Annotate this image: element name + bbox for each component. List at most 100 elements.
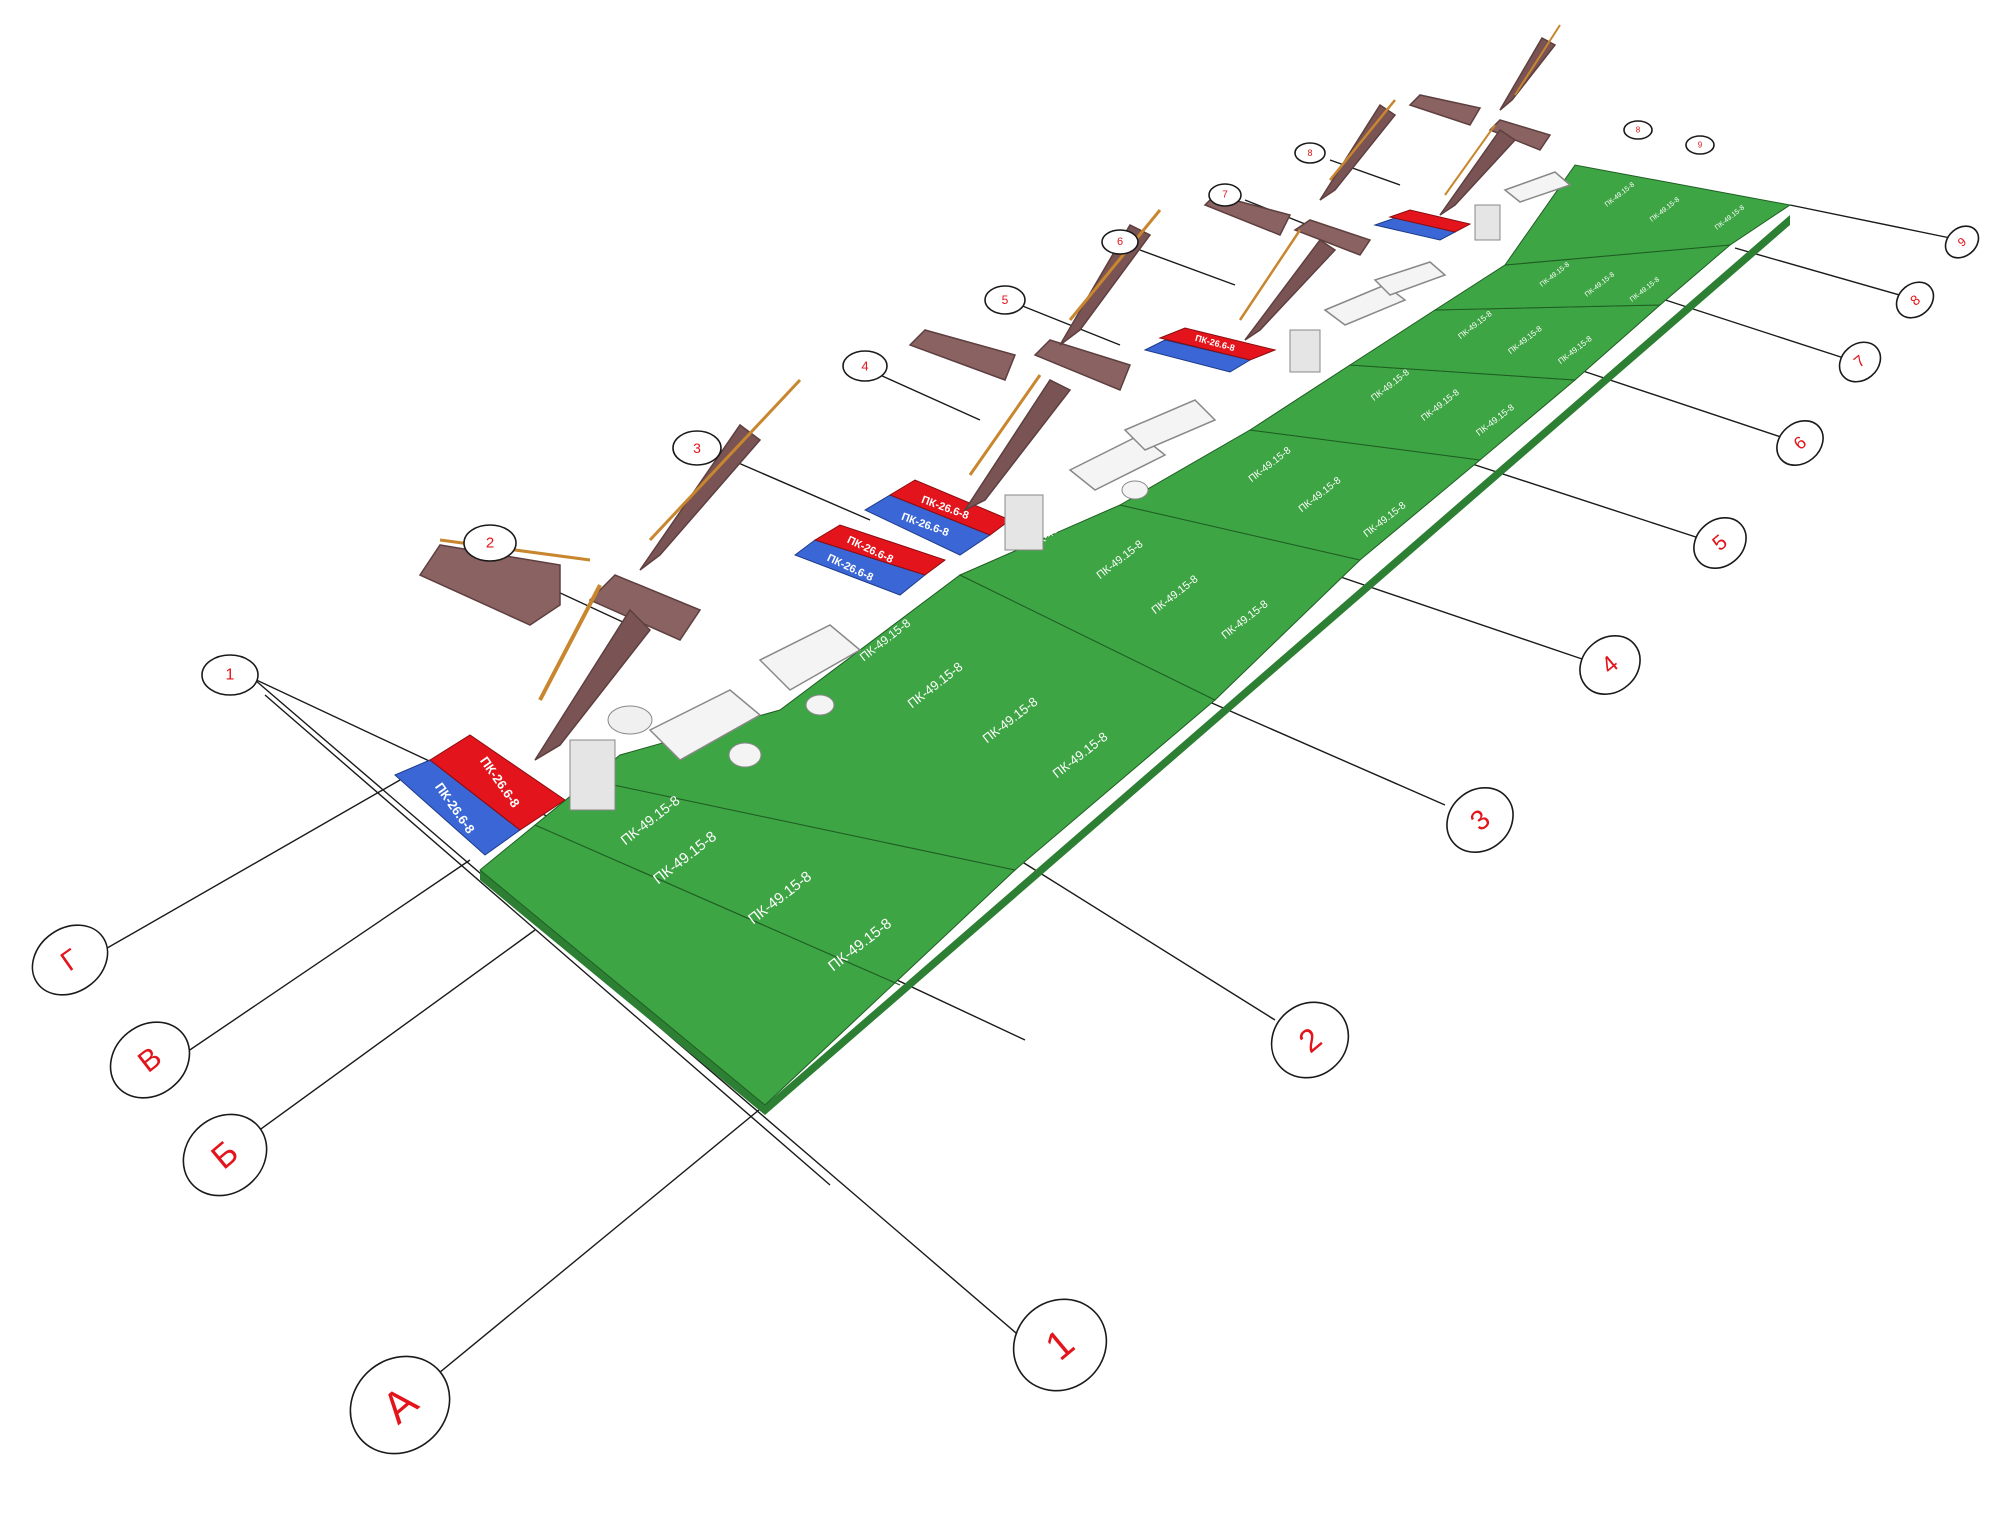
stair-flight <box>1319 103 1397 201</box>
washing-machine-icon <box>1004 494 1044 551</box>
axis-bubble-top-8: 8 <box>1623 120 1653 140</box>
axis-label-far-5: 5 <box>1002 293 1009 307</box>
stair-group-4 <box>1408 24 1572 241</box>
bathtub-icon <box>648 689 762 761</box>
axis-line-4 <box>1319 569 1586 661</box>
axis-bubble-far-2: 2 <box>463 524 517 562</box>
slab-red <box>813 524 947 576</box>
axis-line-3 <box>1204 699 1446 806</box>
axis-label-far-6: 6 <box>1117 236 1123 248</box>
washing-machine-icon <box>1289 329 1321 373</box>
axis-bubble-7: 7 <box>1838 341 1882 383</box>
railing <box>1238 229 1302 321</box>
axis-bubble-far-3: 3 <box>672 430 722 466</box>
axis-bubble-top-9: 9 <box>1685 135 1715 155</box>
axis-bubble-far-7: 7 <box>1208 183 1242 207</box>
axis-line-4-far <box>879 374 981 421</box>
axis-line-8 <box>1734 247 1911 299</box>
railing <box>1514 24 1561 96</box>
slab-red <box>1158 327 1277 361</box>
axis-bubble-2: 2 <box>1270 1001 1350 1079</box>
bathtub-icon <box>1503 171 1572 203</box>
railing <box>1329 99 1396 181</box>
washing-machine-icon <box>1474 204 1501 241</box>
stair-group-2 <box>908 209 1217 551</box>
axis-bubble-far-4: 4 <box>842 350 888 382</box>
stair-flight <box>962 379 1072 512</box>
axis-bubble-far-6: 6 <box>1101 229 1139 255</box>
railing <box>648 378 802 542</box>
axis-bubble-6: 6 <box>1776 419 1824 467</box>
slab-red <box>429 734 566 831</box>
railing <box>1444 124 1496 196</box>
toilet-icon <box>728 742 762 768</box>
stair-group-1 <box>418 378 862 811</box>
axis-bubble-far-1: 1 <box>201 654 259 696</box>
axis-line-6-far <box>1139 249 1236 286</box>
stair-landing <box>1293 219 1372 256</box>
stair-landing <box>908 329 1017 381</box>
axis-label-far-4: 4 <box>861 359 868 374</box>
axis-bubbles-letters: А Б В Г <box>31 924 451 1455</box>
axis-line-5-far <box>1019 304 1121 346</box>
axis-line-v <box>174 859 471 1061</box>
toilet-icon <box>1121 480 1149 500</box>
axis-label-far-7: 7 <box>1222 190 1228 201</box>
axis-bubble-5: 5 <box>1693 517 1747 569</box>
stair-group-3 <box>1203 99 1447 373</box>
axis-bubble-3: 3 <box>1446 787 1514 853</box>
axis-label-far-1: 1 <box>226 667 235 684</box>
axis-line-1-far <box>264 694 831 1186</box>
bathtub-icon <box>758 624 862 691</box>
axis-bubbles-far: 1 2 3 4 5 6 7 8 <box>201 120 1715 696</box>
axis-label-top-8: 8 <box>1636 126 1641 135</box>
toilet-icon <box>805 694 835 716</box>
stair-flight <box>639 423 762 571</box>
axis-bubble-b: Б <box>182 1113 268 1197</box>
axis-line-7 <box>1649 294 1851 361</box>
axis-bubble-1: 1 <box>1012 1298 1108 1392</box>
stair-flight <box>1439 128 1517 216</box>
axis-bubble-9: 9 <box>1944 225 1980 259</box>
axis-label-far-3: 3 <box>693 440 701 456</box>
railing <box>538 584 602 701</box>
bathtub-icon <box>1068 434 1167 491</box>
axis-line-a <box>399 1104 766 1406</box>
bathtub-icon <box>1123 399 1217 451</box>
stair-landing <box>588 574 702 641</box>
axis-label-far-8: 8 <box>1307 148 1312 158</box>
axis-bubbles-numbers: 1 2 3 4 5 6 7 8 <box>1012 225 1980 1392</box>
axis-line-9 <box>1789 204 1961 241</box>
axis-bubble-far-5: 5 <box>984 285 1026 315</box>
railing <box>968 374 1042 476</box>
axis-bubble-8: 8 <box>1895 281 1935 319</box>
stair-groups <box>418 24 1572 811</box>
panel-divider <box>534 824 901 986</box>
axis-label-far-2: 2 <box>486 535 494 552</box>
slab-red <box>1388 209 1472 233</box>
axis-bubble-a: А <box>349 1355 451 1455</box>
stair-flight <box>1059 224 1152 346</box>
axis-line-3-far <box>719 454 871 521</box>
axis-line-g <box>94 779 401 956</box>
axis-line-2 <box>999 847 1276 1021</box>
sink-icon <box>607 705 653 735</box>
stair-landing <box>1408 94 1482 126</box>
washing-machine-icon <box>569 739 616 811</box>
stair-landing <box>1488 119 1552 151</box>
floor-panels <box>479 164 1792 1115</box>
axis-bubble-v: В <box>109 1021 191 1099</box>
stair-flight <box>1244 238 1337 341</box>
stair-landing <box>418 544 561 626</box>
railing <box>1068 209 1162 321</box>
floor-panel-block-8 <box>1503 164 1792 266</box>
bathtub-icon <box>1323 284 1407 326</box>
axis-label-top-9: 9 <box>1698 141 1703 150</box>
axis-bubble-4: 4 <box>1579 635 1641 695</box>
axis-bubble-far-8: 8 <box>1294 142 1326 164</box>
axis-bubble-g: Г <box>31 924 109 996</box>
axis-line-6 <box>1579 369 1791 441</box>
stair-landing <box>1033 339 1131 391</box>
bathtub-icon <box>1373 261 1447 296</box>
